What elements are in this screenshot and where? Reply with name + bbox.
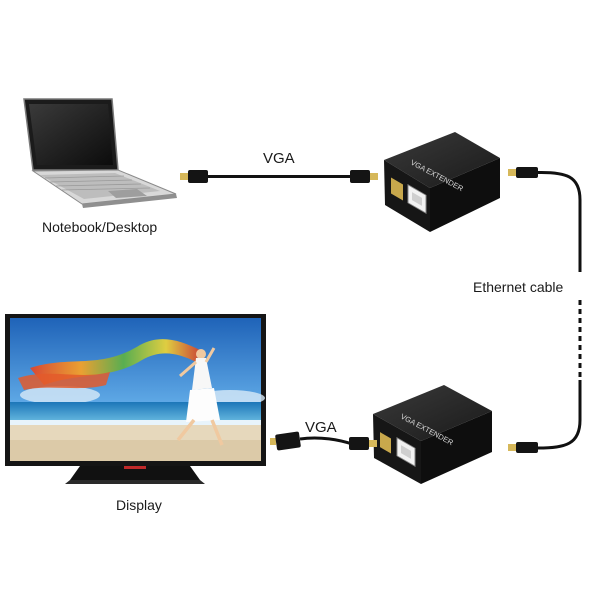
vga-bottom-label: VGA (305, 419, 337, 436)
vga-top-label: VGA (263, 150, 295, 167)
display-label: Display (116, 497, 162, 513)
ethernet-cable-label: Ethernet cable (473, 279, 564, 295)
notebook-desktop-label: Notebook/Desktop (42, 219, 158, 235)
ethernet-cable (508, 167, 582, 453)
tv-display-icon (5, 314, 266, 484)
vga-extender-top: VGA EXTENDER (384, 132, 500, 232)
vga-extender-bottom: VGA EXTENDER (373, 385, 492, 484)
laptop-icon (23, 98, 177, 208)
vga-cable-bottom (270, 431, 377, 451)
vga-cable-top (180, 170, 378, 183)
